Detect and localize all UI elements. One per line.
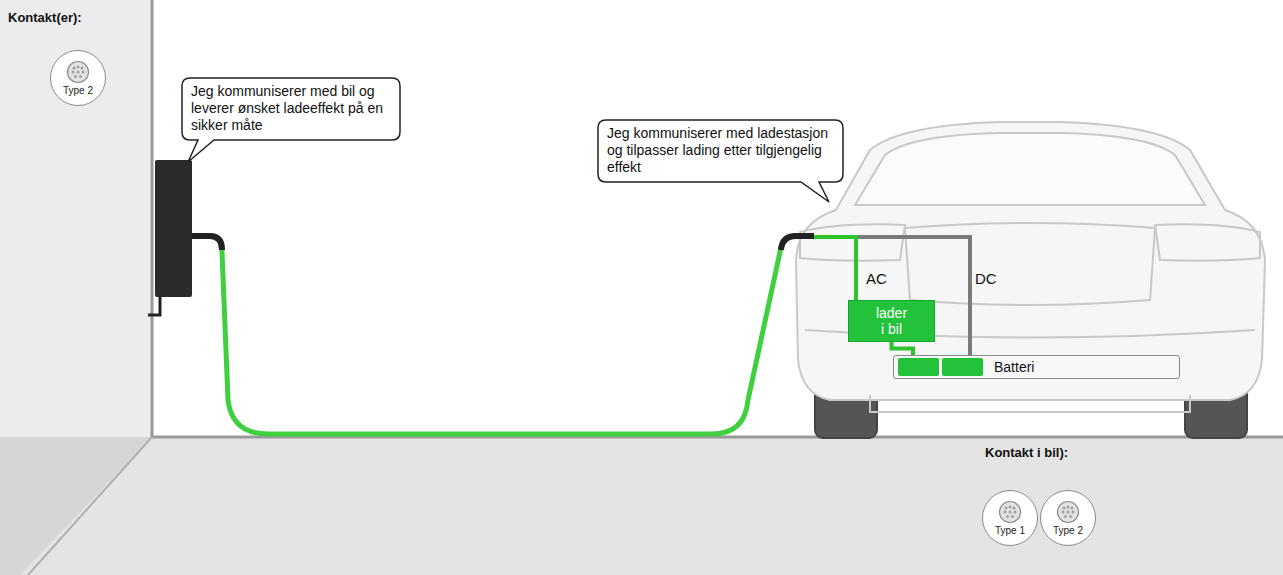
cable-plug xyxy=(192,236,222,250)
power-line xyxy=(892,342,914,355)
car xyxy=(796,122,1265,438)
tail-light xyxy=(800,224,905,260)
ground xyxy=(0,437,1283,575)
signal-label: DC xyxy=(975,270,997,287)
tail-light xyxy=(1155,224,1260,260)
battery-cell xyxy=(898,358,939,376)
bubble-text: Jeg kommuniserer med bil og leverer ønsk… xyxy=(191,83,391,134)
connector-icon: Type 1 xyxy=(982,490,1038,546)
ac-line xyxy=(814,237,856,300)
charging-cable xyxy=(192,236,812,434)
section-label: Kontakt i bil): xyxy=(985,445,1068,460)
signal-label: AC xyxy=(866,270,887,287)
bubble-text: Jeg kommuniserer med ladestasjon og tilp… xyxy=(607,125,834,176)
dc-line xyxy=(814,237,970,356)
ground-corner xyxy=(0,437,152,575)
plug-icon xyxy=(66,60,90,84)
battery-box: Batteri xyxy=(893,355,1180,379)
floor-perspective xyxy=(28,437,152,575)
battery-cell xyxy=(942,358,983,376)
wall-charger xyxy=(155,160,192,297)
connector-type: Type 2 xyxy=(1053,525,1083,536)
connector-icon: Type 2 xyxy=(50,50,106,106)
connector-icon: Type 2 xyxy=(1040,490,1096,546)
connector-type: Type 2 xyxy=(63,85,93,96)
plug-icon xyxy=(998,500,1022,524)
speech-bubble: Jeg kommuniserer med bil og leverer ønsk… xyxy=(182,78,400,140)
wall xyxy=(0,0,152,437)
section-label: Kontakt(er): xyxy=(8,10,82,25)
plug-icon xyxy=(1056,500,1080,524)
connector-type: Type 1 xyxy=(995,525,1025,536)
diffuser xyxy=(870,395,1190,412)
box-label: Batteri xyxy=(994,359,1173,375)
wall-edge xyxy=(151,0,154,437)
rear-window xyxy=(855,133,1205,205)
speech-bubble: Jeg kommuniserer med ladestasjon og tilp… xyxy=(598,120,843,182)
box-label: lader i bil xyxy=(874,305,910,337)
car-plug xyxy=(781,236,814,250)
onboard-charger: lader i bil xyxy=(848,300,935,342)
car-body xyxy=(796,122,1265,400)
